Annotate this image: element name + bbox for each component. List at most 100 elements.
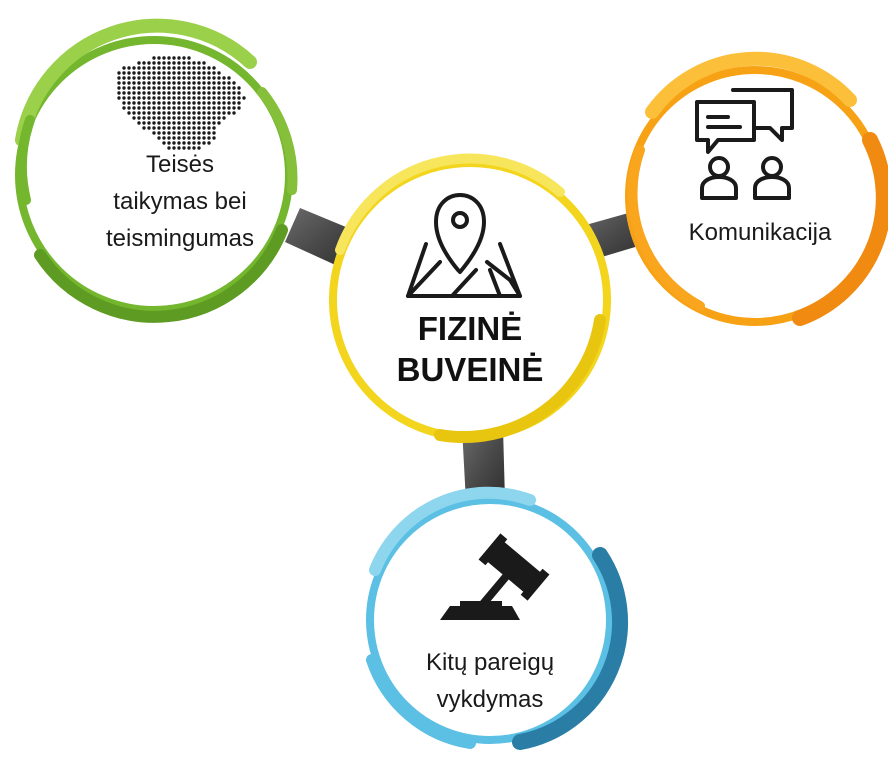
map-dot	[162, 106, 166, 110]
map-dot	[207, 101, 211, 105]
map-dot	[122, 106, 126, 110]
map-dot	[192, 76, 196, 80]
map-dot	[237, 91, 241, 95]
map-dot	[162, 116, 166, 120]
node-right-label-line1: Komunikacija	[688, 219, 832, 246]
map-dot	[207, 86, 211, 90]
map-dot	[167, 121, 171, 125]
map-dot	[167, 146, 171, 150]
map-dot	[117, 96, 121, 100]
map-dot	[202, 81, 206, 85]
map-dot	[177, 111, 181, 115]
map-dot	[137, 121, 141, 125]
map-dot	[207, 131, 211, 135]
node-left-label-line2: taikymas bei	[113, 188, 247, 215]
map-dot	[167, 111, 171, 115]
map-dot	[167, 86, 171, 90]
map-dot	[172, 66, 176, 70]
map-dot	[142, 91, 146, 95]
map-dot	[222, 91, 226, 95]
map-dot	[212, 91, 216, 95]
map-dot	[192, 61, 196, 65]
map-dot	[167, 116, 171, 120]
map-dot	[137, 61, 141, 65]
map-dot	[212, 71, 216, 75]
map-dot	[162, 61, 166, 65]
map-dot	[147, 76, 151, 80]
map-dot	[172, 126, 176, 130]
map-dot	[147, 111, 151, 115]
map-dot	[152, 126, 156, 130]
map-dot	[182, 101, 186, 105]
map-dot	[167, 81, 171, 85]
map-dot	[197, 76, 201, 80]
map-dot	[147, 96, 151, 100]
map-dot	[172, 91, 176, 95]
map-dot	[167, 126, 171, 130]
map-dot	[142, 116, 146, 120]
map-dot	[157, 101, 161, 105]
map-dot	[207, 141, 211, 145]
map-dot	[212, 86, 216, 90]
center-label: FIZINĖ BUVEINĖ	[370, 308, 570, 390]
map-dot	[147, 91, 151, 95]
map-dot	[222, 76, 226, 80]
map-dot	[147, 86, 151, 90]
map-dot	[212, 66, 216, 70]
map-dot	[192, 101, 196, 105]
map-dot	[142, 81, 146, 85]
map-dot	[202, 86, 206, 90]
map-dot	[137, 111, 141, 115]
map-dot	[177, 101, 181, 105]
map-dot	[182, 136, 186, 140]
map-dot	[137, 106, 141, 110]
map-dot	[192, 86, 196, 90]
map-dot	[177, 86, 181, 90]
map-dot	[187, 106, 191, 110]
map-dot	[162, 86, 166, 90]
map-dot	[202, 101, 206, 105]
map-dot	[152, 116, 156, 120]
map-dot	[227, 96, 231, 100]
map-dot	[217, 76, 221, 80]
map-dot	[182, 141, 186, 145]
map-dot	[127, 81, 131, 85]
map-dot	[142, 111, 146, 115]
map-dot	[172, 141, 176, 145]
node-bottom-label-line1: Kitų pareigų	[425, 649, 555, 676]
map-dot	[172, 56, 176, 60]
map-dot	[137, 81, 141, 85]
map-dot	[132, 76, 136, 80]
map-dot	[222, 101, 226, 105]
map-dot	[217, 71, 221, 75]
map-dot	[212, 76, 216, 80]
node-left-label-line3: teismingumas	[105, 225, 255, 252]
map-dot	[182, 111, 186, 115]
map-dot	[177, 76, 181, 80]
map-dot	[202, 71, 206, 75]
center-label-line2: BUVEINĖ	[396, 351, 544, 388]
map-dot	[187, 96, 191, 100]
map-dot	[162, 81, 166, 85]
map-dot	[227, 81, 231, 85]
map-dot	[207, 111, 211, 115]
map-dot	[227, 101, 231, 105]
node-bottom-label: Kitų pareigų vykdymas	[385, 644, 595, 718]
map-dot	[157, 81, 161, 85]
map-dot	[192, 71, 196, 75]
map-dot	[152, 91, 156, 95]
map-dot	[212, 81, 216, 85]
map-dot	[142, 121, 146, 125]
map-dot	[207, 126, 211, 130]
map-dot	[182, 121, 186, 125]
map-dot	[167, 131, 171, 135]
map-dot	[157, 71, 161, 75]
map-dot	[197, 101, 201, 105]
map-dot	[187, 101, 191, 105]
map-dot	[242, 96, 246, 100]
map-dot	[192, 96, 196, 100]
map-dot	[157, 61, 161, 65]
map-dot	[177, 116, 181, 120]
center-label-line1: FIZINĖ	[417, 310, 523, 347]
map-dot	[182, 81, 186, 85]
